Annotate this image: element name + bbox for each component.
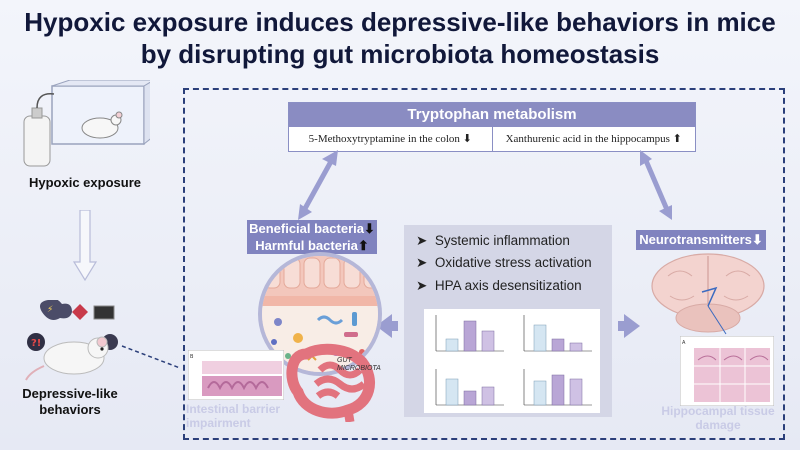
mini-chart-3 xyxy=(435,369,504,406)
depressed-mouse-illustration: ⚡ ?! xyxy=(25,300,118,381)
colon-histology-panel: B xyxy=(188,350,284,400)
hypoxic-exposure-label: Hypoxic exposure xyxy=(29,175,141,190)
svg-text:A: A xyxy=(682,340,686,346)
figure-title: Hypoxic exposure induces depressive-like… xyxy=(0,6,800,70)
effect-oxidative-stress: ➤ Oxidative stress activation xyxy=(416,255,592,271)
gut-label-line-1: GUT xyxy=(337,357,352,364)
hippocampal-line-1: Hippocampal tissue xyxy=(661,404,775,418)
inflammation-bar-charts xyxy=(424,309,600,413)
mechanism-frame xyxy=(183,88,785,440)
neurotransmitters-label: Neurotransmitters⬇ xyxy=(636,230,766,250)
beneficial-bacteria: Beneficial bacteria xyxy=(249,221,364,236)
hippocampus-histology-panel: A xyxy=(680,336,774,406)
mini-chart-2 xyxy=(523,315,592,352)
hypoxia-chamber-illustration xyxy=(23,80,150,167)
effect-systemic-inflammation: ➤ Systemic inflammation xyxy=(416,233,570,249)
gut-microbiota-caption: GUT MICROBIOTA xyxy=(337,357,387,373)
harmful-up-arrow: ⬆ xyxy=(357,238,369,253)
title-line-1: Hypoxic exposure induces depressive-like… xyxy=(24,7,776,37)
mouse-connector-line xyxy=(121,345,181,369)
harmful-bacteria-row: Harmful bacteria⬆ xyxy=(247,237,377,254)
tryptophan-findings: 5-Methoxytryptamine in the colon ⬇ Xanth… xyxy=(289,127,695,151)
brain-illustration xyxy=(651,253,765,335)
title-line-2: by disrupting gut microbiota homeostasis xyxy=(140,39,660,69)
arrow-center-left xyxy=(376,314,398,338)
effect-label: Systemic inflammation xyxy=(434,233,570,248)
tryptophan-title: Tryptophan metabolism xyxy=(289,103,695,127)
hippocampal-caption: Hippocampal tissue damage xyxy=(648,404,788,432)
hippocampal-line-2: damage xyxy=(695,418,741,432)
mini-chart-1 xyxy=(435,315,504,352)
bullet-arrow-icon: ➤ xyxy=(416,255,428,270)
svg-text:⚡: ⚡ xyxy=(47,305,53,315)
intestinal-caption: Intestinal barrier impairment xyxy=(186,402,306,430)
intestinal-line-1: Intestinal barrier xyxy=(186,402,281,416)
bullet-arrow-icon: ➤ xyxy=(416,233,428,248)
harmful-bacteria: Harmful bacteria xyxy=(255,238,358,253)
svg-text:B: B xyxy=(190,354,194,360)
beneficial-bacteria-row: Beneficial bacteria⬇ xyxy=(247,220,377,237)
effect-label: HPA axis desensitization xyxy=(434,278,582,293)
colon-finding: 5-Methoxytryptamine in the colon ⬇ xyxy=(308,133,472,145)
effect-label: Oxidative stress activation xyxy=(434,255,592,270)
intestine-illustration xyxy=(286,343,375,422)
intestinal-line-2: impairment xyxy=(186,416,251,430)
arrow-center-right xyxy=(618,314,640,338)
tryptophan-box: Tryptophan metabolism 5-Methoxytryptamin… xyxy=(288,102,696,152)
depressive-behaviors-label: Depressive-like behaviors xyxy=(10,386,130,418)
depressive-line-1: Depressive-like xyxy=(22,386,118,401)
bacteria-label-box: Beneficial bacteria⬇ Harmful bacteria⬆ xyxy=(247,220,377,254)
beneficial-down-arrow: ⬇ xyxy=(363,221,375,236)
mini-chart-4 xyxy=(523,369,592,406)
depressive-line-2: behaviors xyxy=(39,402,101,417)
systemic-effects-box: ➤ Systemic inflammation ➤ Oxidative stre… xyxy=(404,225,612,417)
downward-hollow-arrow xyxy=(73,210,97,282)
bullet-arrow-icon: ➤ xyxy=(416,278,428,293)
arrow-tryptophan-gut xyxy=(298,150,338,220)
hippocampus-finding: Xanthurenic acid in the hippocampus ⬆ xyxy=(491,127,696,151)
gut-label-line-2: MICROBIOTA xyxy=(337,365,381,372)
arrow-tryptophan-brain xyxy=(640,150,672,220)
effect-hpa-axis: ➤ HPA axis desensitization xyxy=(416,278,582,294)
svg-text:?!: ?! xyxy=(31,338,41,349)
